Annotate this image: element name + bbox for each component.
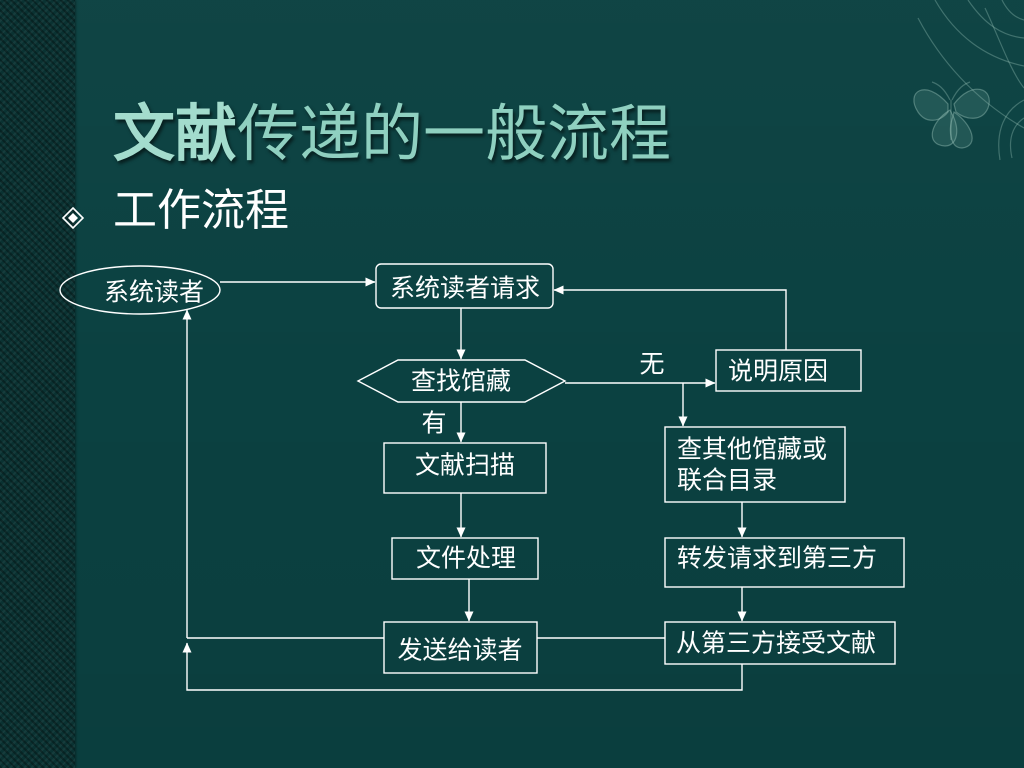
slide-title-strong: 文献 <box>113 97 238 170</box>
reader-ellipse <box>59 265 221 315</box>
scan-box <box>383 442 547 494</box>
other-catalog-label-line-2: 联合目录 <box>677 466 777 495</box>
node-explain-reason: 说明原因 <box>715 349 862 392</box>
node-file-processing: 文件处理 <box>391 537 539 580</box>
node-receive-from-third-party: 从第三方接受文献 <box>664 621 896 665</box>
forward-label: 转发请求到第三方 <box>677 544 877 573</box>
receive-label: 从第三方接受文献 <box>676 629 876 658</box>
branch-label-found: 有 <box>421 409 446 438</box>
reader-label: 系统读者 <box>104 278 204 307</box>
node-forward-to-third-party: 转发请求到第三方 <box>664 537 905 588</box>
branch-label-not-found: 无 <box>639 350 664 379</box>
process-box <box>391 537 539 580</box>
forward-box <box>664 537 905 588</box>
bullet-text: 工作流程 <box>113 185 289 236</box>
other-catalog-box <box>664 426 846 503</box>
search-hexagon <box>356 359 567 403</box>
node-search-holdings: 查找馆藏 <box>356 359 567 403</box>
node-document-scan: 文献扫描 <box>383 442 547 494</box>
node-reader-request: 系统读者请求 <box>375 263 554 309</box>
receive-box <box>664 621 896 665</box>
node-system-reader: 系统读者 <box>59 265 221 315</box>
node-send-to-reader: 发送给读者 <box>383 621 538 674</box>
butterfly-ornament-icon <box>913 0 1024 161</box>
explain-label: 说明原因 <box>728 357 828 386</box>
arrow-explain-to-request <box>553 285 787 350</box>
diamond-bullet-icon <box>62 207 84 229</box>
slide-title: 文献传递的一般流程 <box>113 102 671 166</box>
request-label: 系统读者请求 <box>390 274 540 303</box>
side-pattern-strip <box>0 0 75 768</box>
explain-box <box>715 349 862 392</box>
request-box <box>375 263 554 309</box>
arrow-receive-loop-back <box>182 642 743 691</box>
send-label: 发送给读者 <box>397 636 522 665</box>
node-other-catalog: 查其他馆藏或 联合目录 <box>664 426 846 503</box>
send-box <box>383 621 538 674</box>
process-label: 文件处理 <box>416 544 516 573</box>
other-catalog-label-line-1: 查其他馆藏或 <box>677 435 827 464</box>
slide-title-rest: 传递的一般流程 <box>237 97 672 170</box>
search-label: 查找馆藏 <box>411 367 511 396</box>
scan-label: 文献扫描 <box>415 451 515 480</box>
